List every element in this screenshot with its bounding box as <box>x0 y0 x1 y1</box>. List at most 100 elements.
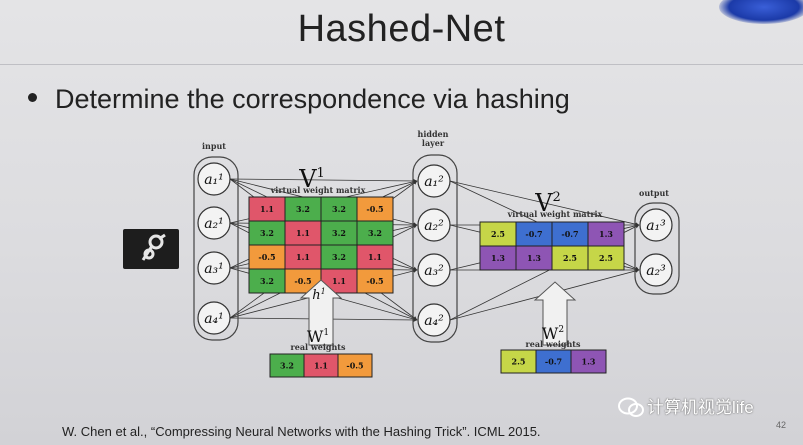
hidden-layer-group <box>412 154 458 343</box>
v2-cell-value: 2.5 <box>599 253 613 263</box>
v1-cell-value: 1.1 <box>332 276 346 286</box>
hidden-label-1: hidden <box>418 129 449 139</box>
w2-label: W2 <box>542 324 564 343</box>
w1-cell-value: 1.1 <box>314 361 328 371</box>
input-node-label: a₂¹ <box>204 216 224 232</box>
w2-cell-value: -0.7 <box>545 357 562 367</box>
v1-cell-value: -0.5 <box>294 276 311 286</box>
edge-line <box>449 180 640 227</box>
citation: W. Chen et al., “Compressing Neural Netw… <box>62 424 541 439</box>
input-label: input <box>202 141 226 151</box>
v1-cell <box>356 268 394 294</box>
output-node <box>639 208 673 242</box>
output-node-label: a₁³ <box>646 218 666 234</box>
w1-caption: real weights <box>291 342 346 352</box>
hidden-label-2: layer <box>422 138 445 148</box>
hidden-node <box>417 208 451 242</box>
v1-cell <box>320 196 358 222</box>
v2-cell <box>479 221 517 247</box>
bullet-item: Determine the correspondence via hashing <box>28 84 570 115</box>
hidden-node-label: a₁² <box>424 174 444 190</box>
v2-cell <box>587 221 625 247</box>
v2-cell <box>587 245 625 271</box>
hash-arrows <box>299 279 577 346</box>
v1-cell-value: 3.2 <box>332 228 346 238</box>
input-node <box>197 206 231 240</box>
output-node-label: a₂³ <box>646 263 666 279</box>
wechat-icon <box>618 397 644 417</box>
hidden-node <box>417 253 451 287</box>
input-layer-group <box>193 156 239 341</box>
output-node <box>639 253 673 287</box>
v1-cell-value: -0.5 <box>366 276 383 286</box>
v1-caption: virtual weight matrix <box>270 185 366 195</box>
watermark-text: 计算机视觉life <box>647 398 754 417</box>
bullet-dot <box>28 93 37 103</box>
v1-cell-value: 3.2 <box>260 276 274 286</box>
input-node-label: a₃¹ <box>204 261 224 277</box>
input-node <box>197 251 231 285</box>
page-number: 42 <box>776 420 787 430</box>
v1-cell <box>356 220 394 246</box>
diagram-labels: input hidden layer output V1 virtual wei… <box>202 129 669 352</box>
v2-cell-value: 1.3 <box>599 229 613 239</box>
title-divider <box>0 64 803 65</box>
hidden-node-label: a₂² <box>424 218 444 234</box>
v2-cell-value: 1.3 <box>491 253 505 263</box>
logo-icon <box>141 233 166 261</box>
w1-cell-value: 3.2 <box>280 361 294 371</box>
v2-caption: virtual weight matrix <box>507 209 603 219</box>
w2-cell-value: 2.5 <box>512 357 526 367</box>
w2-caption: real weights <box>526 339 581 349</box>
v1-cell-value: 3.2 <box>260 228 274 238</box>
hash-arrow-2 <box>533 281 577 346</box>
input-node <box>197 162 231 196</box>
v2-label: V2 <box>534 189 561 217</box>
input-node <box>197 301 231 335</box>
input-node-label: a₁¹ <box>204 172 224 188</box>
input-node-label: a₄¹ <box>204 311 224 327</box>
v1-cell <box>284 220 322 246</box>
v1-cell-value: -0.5 <box>258 252 275 262</box>
hidden-node-label: a₃² <box>424 263 444 279</box>
v1-cell-value: 1.1 <box>296 228 310 238</box>
w2-real-weights: 2.5 -0.7 1.3 <box>500 349 607 374</box>
v1-label: V1 <box>298 165 325 193</box>
hash-arrow-1 <box>299 279 343 346</box>
v2-cell-value: 1.3 <box>527 253 541 263</box>
w1-real-weights: 3.2 1.1 -0.5 <box>269 353 373 378</box>
hidden-node-label: a₄² <box>424 313 444 329</box>
layer-groups <box>193 154 680 343</box>
v1-cell-value: 3.2 <box>368 228 382 238</box>
slide-title: Hashed-Net <box>297 8 506 50</box>
w1-cell-value: -0.5 <box>346 361 363 371</box>
v1-cell-value: 1.1 <box>368 252 382 262</box>
output-label: output <box>639 188 669 198</box>
v1-cell <box>248 268 286 294</box>
h1-label: h1 <box>312 287 325 303</box>
w2-cell-value: 1.3 <box>582 357 596 367</box>
v1-cell <box>248 220 286 246</box>
bullet-text: Determine the correspondence via hashing <box>55 84 570 114</box>
v2-cell-value: 2.5 <box>491 229 505 239</box>
v2-cell-value: -0.7 <box>525 229 542 239</box>
w1-label: W1 <box>307 327 329 346</box>
hidden-node <box>417 164 451 198</box>
v1-cell-value: -0.5 <box>366 204 383 214</box>
v1-cell <box>356 244 394 270</box>
v1-cell-value: 1.1 <box>260 204 274 214</box>
hidden-node <box>417 303 451 337</box>
neuron-nodes: a₁¹ a₂¹ a₃¹ a₄¹ a₁² a₂² a₃² a₄² a₁³ a₂³ <box>197 162 673 337</box>
v1-cell <box>248 244 286 270</box>
v1-cell <box>356 196 394 222</box>
logo <box>123 229 179 269</box>
w2-cell <box>570 349 607 374</box>
w1-cell <box>337 353 373 378</box>
v1-cell-value: 3.2 <box>296 204 310 214</box>
output-layer-group <box>634 202 680 295</box>
v2-cell-value: -0.7 <box>561 229 578 239</box>
